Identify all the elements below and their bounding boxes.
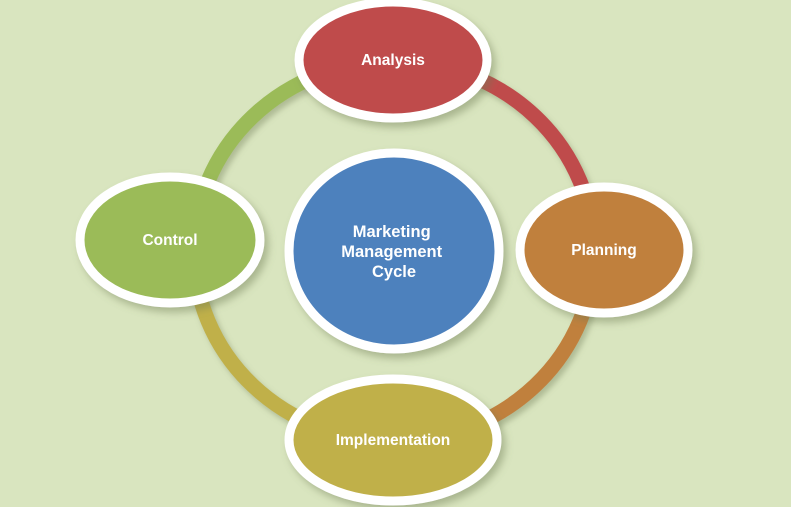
node-control-shape[interactable] [75, 172, 265, 308]
node-center-marketing-management-cycle[interactable]: Marketing Management Cycle [284, 148, 504, 354]
node-planning[interactable]: Planning [515, 182, 693, 318]
node-center-label: Marketing Management Cycle [341, 223, 446, 281]
node-analysis-label: Analysis [361, 52, 425, 69]
node-implementation[interactable]: Implementation [284, 374, 502, 506]
node-implementation-shape[interactable] [284, 374, 502, 506]
node-analysis-shape[interactable] [294, 0, 492, 123]
node-planning-shape[interactable] [515, 182, 693, 318]
node-center-label-line1: Marketing [353, 223, 431, 241]
node-control-label: Control [142, 232, 197, 249]
node-center-label-line2: Management [341, 243, 442, 261]
node-control[interactable]: Control [75, 172, 265, 308]
node-center-label-line3: Cycle [372, 263, 416, 281]
node-planning-label: Planning [571, 242, 636, 259]
node-center-shape[interactable] [284, 148, 504, 354]
node-implementation-label: Implementation [336, 432, 451, 449]
node-analysis[interactable]: Analysis [294, 0, 492, 123]
